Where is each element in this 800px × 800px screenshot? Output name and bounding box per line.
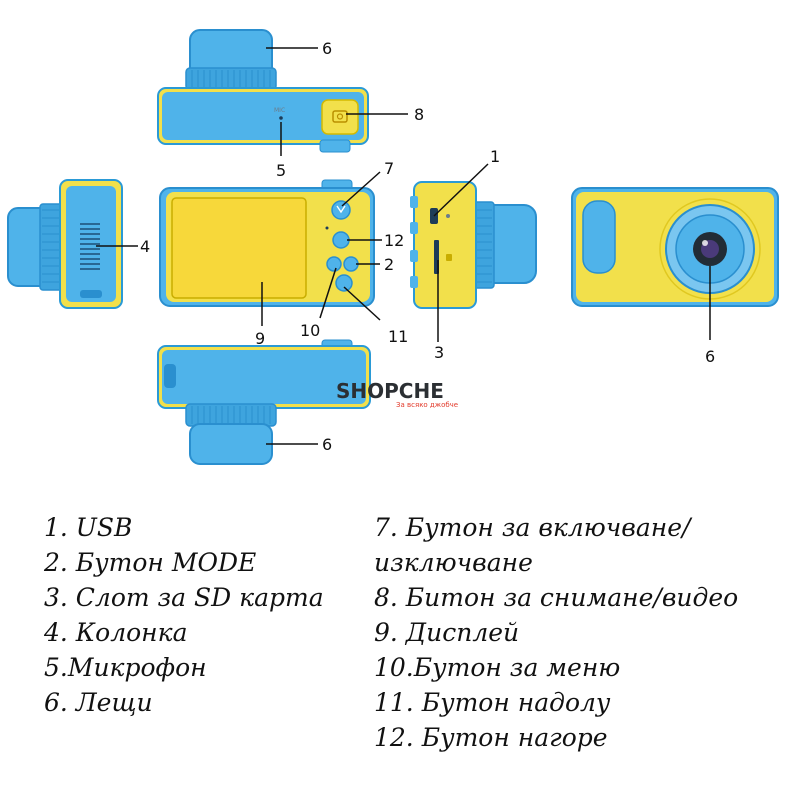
bottom-lens-barrel bbox=[189, 423, 273, 465]
legend-item-2: 2. Бутон MODE bbox=[44, 548, 257, 577]
leader-lines bbox=[96, 47, 711, 445]
legend-item-1: 1. USB bbox=[44, 513, 133, 542]
callout-9: 9 bbox=[255, 329, 265, 348]
camera-left-view bbox=[7, 179, 123, 309]
callout-1: 1 bbox=[490, 147, 500, 166]
camera-top-view: MIC bbox=[157, 29, 369, 153]
callout-12: 12 bbox=[384, 231, 404, 250]
camera-diagram: MIC bbox=[7, 29, 779, 465]
camera-bottom-view bbox=[157, 339, 371, 465]
callout-4: 4 bbox=[140, 237, 150, 256]
speaker-grille bbox=[80, 223, 100, 270]
display-screen bbox=[171, 197, 307, 299]
callout-2: 2 bbox=[384, 255, 394, 274]
legend-item-5: 5.Микрофон bbox=[44, 653, 207, 682]
legend-item-11: 11. Бутон надолу bbox=[374, 688, 611, 717]
legend-item-12: 12. Бутон нагоре bbox=[374, 723, 608, 752]
legend-item-3: 3. Слот за SD карта bbox=[44, 583, 324, 612]
legend-item-8: 8. Битон за снимане/видео bbox=[374, 583, 739, 612]
callout-numbers: 6 8 5 7 1 4 12 2 9 10 11 3 6 6 bbox=[140, 39, 715, 454]
menu-button bbox=[326, 256, 342, 272]
legend-right-column: 7. Бутон за включване/изключване 8. Бито… bbox=[374, 510, 794, 755]
power-button bbox=[331, 200, 351, 220]
mic-hole bbox=[279, 116, 283, 120]
callout-7: 7 bbox=[384, 159, 394, 178]
watermark-brand: SHOPCHE bbox=[336, 379, 444, 403]
legend-item-9: 9. Дисплей bbox=[374, 618, 520, 647]
callout-6-top: 6 bbox=[322, 39, 332, 58]
callout-5: 5 bbox=[276, 161, 286, 180]
callout-6-bottom: 6 bbox=[322, 435, 332, 454]
shopche-watermark: SHOPCHE За всяко джобче bbox=[336, 379, 458, 409]
shutter-button bbox=[321, 99, 359, 135]
mic-label: MIC bbox=[274, 107, 285, 114]
watermark-tagline: За всяко джобче bbox=[396, 401, 458, 409]
callout-11: 11 bbox=[388, 327, 408, 346]
callout-6-front: 6 bbox=[705, 347, 715, 366]
camera-front-view bbox=[571, 187, 779, 307]
mode-button bbox=[343, 256, 359, 272]
callout-10: 10 bbox=[300, 321, 320, 340]
callout-3: 3 bbox=[434, 343, 444, 362]
camera-back-view bbox=[159, 179, 375, 307]
legend-item-6: 6. Лещи bbox=[44, 688, 153, 717]
legend-item-4: 4. Колонка bbox=[44, 618, 188, 647]
legend-left-column: 1. USB 2. Бутон MODE 3. Слот за SD карта… bbox=[44, 510, 344, 720]
callout-8: 8 bbox=[414, 105, 424, 124]
camera-right-view bbox=[410, 181, 537, 309]
legend-item-7: 7. Бутон за включване/изключване bbox=[374, 513, 691, 577]
right-body bbox=[413, 181, 477, 309]
down-button bbox=[335, 274, 353, 292]
front-grip bbox=[582, 200, 616, 274]
legend-item-10: 10.Бутон за меню bbox=[374, 653, 621, 682]
up-button bbox=[332, 231, 350, 249]
